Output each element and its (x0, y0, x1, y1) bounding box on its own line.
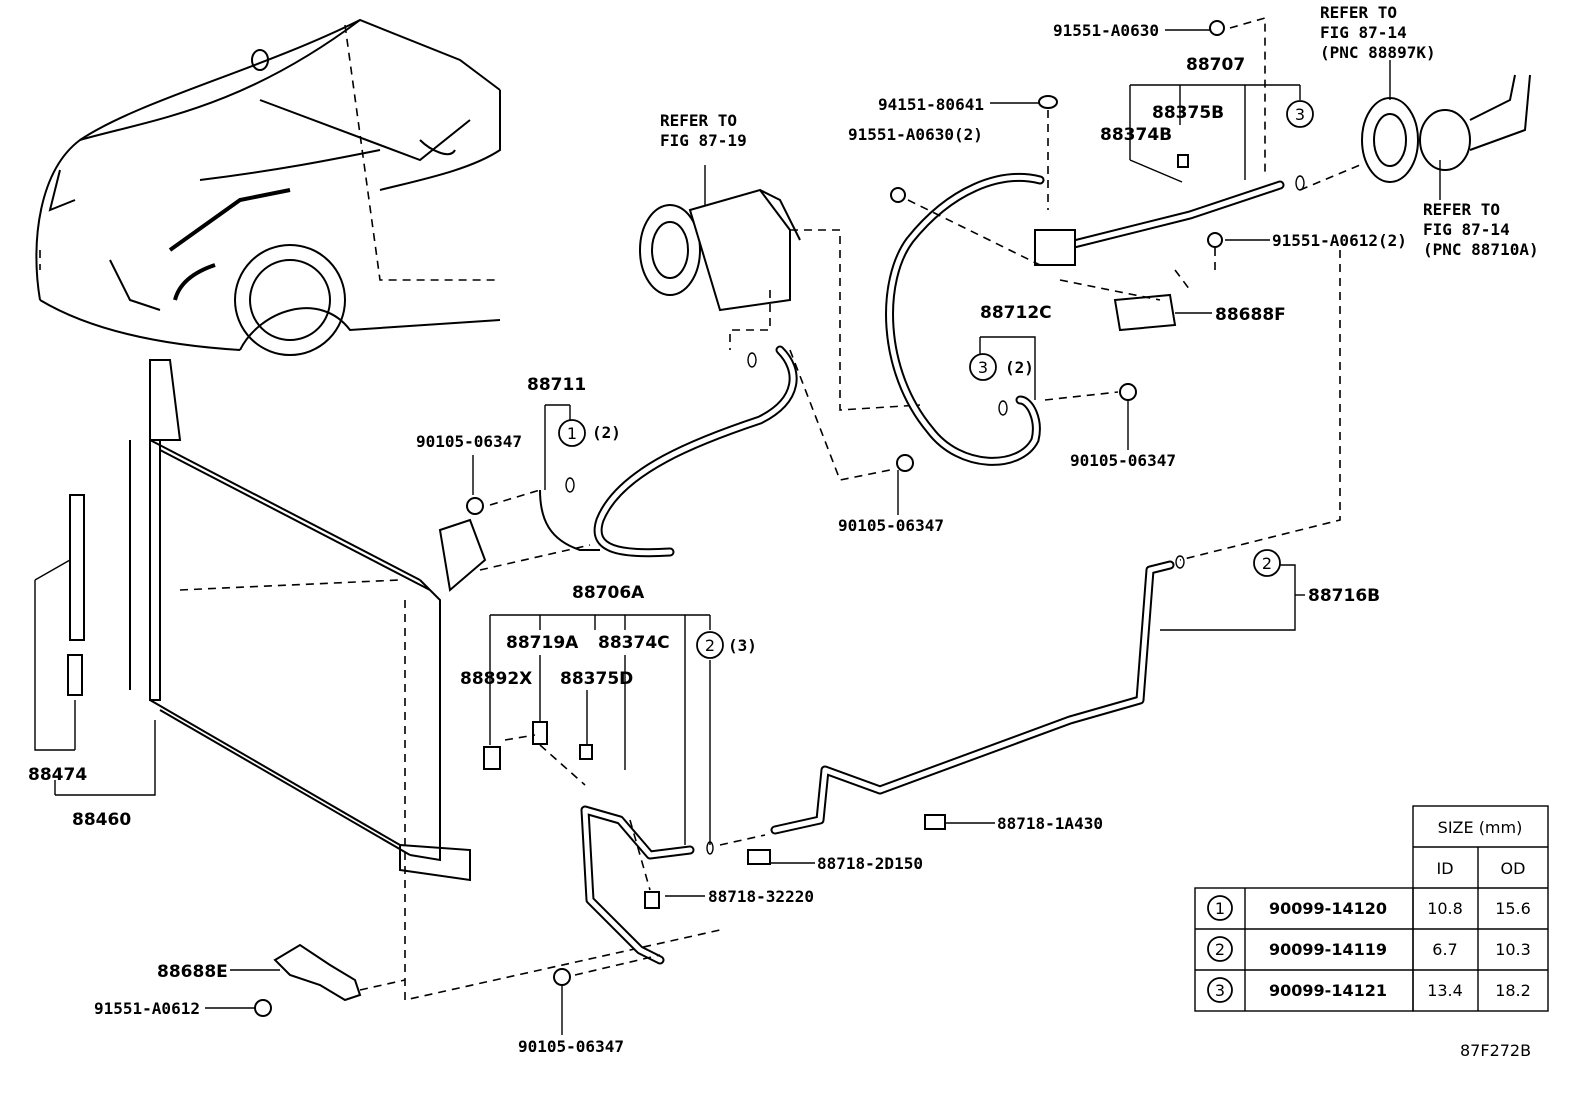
part-labels: 91551-A0630 88707 88375B 88374B 94151-80… (28, 3, 1539, 1060)
suction-hose-88712C[interactable] (885, 173, 1045, 466)
label-88375D: 88375D (560, 669, 633, 689)
label-88688E: 88688E (157, 962, 228, 982)
label-88374B: 88374B (1100, 125, 1172, 145)
bracket-88688E[interactable] (273, 943, 406, 1002)
size-table-row-3: 3 90099-14121 13.4 18.2 (1207, 977, 1531, 1003)
label-88718-2D150: 88718-2D150 (817, 854, 923, 873)
svg-text:90099-14121: 90099-14121 (1269, 981, 1387, 1000)
label-88712C-qty: (2) (1005, 358, 1034, 377)
label-88711: 88711 (527, 375, 586, 395)
suction-pipe-88707[interactable] (1034, 180, 1285, 266)
svg-text:3: 3 (978, 358, 988, 377)
label-88460: 88460 (72, 810, 131, 830)
ref-fig-87-19-line2: FIG 87-19 (660, 131, 747, 150)
label-91551-A0630: 91551-A0630 (1053, 21, 1159, 40)
vehicle-front-illustration (35, 18, 501, 356)
label-91551-A0612-2: 91551-A0612(2) (1272, 231, 1407, 250)
marker-3-mid: 3 (969, 353, 997, 381)
marker-3-top: 3 (1286, 100, 1314, 128)
svg-text:2: 2 (705, 636, 715, 655)
label-90105-06347-left: 90105-06347 (416, 432, 522, 451)
receiver-dryer-part[interactable] (67, 494, 85, 696)
svg-text:10.8: 10.8 (1427, 899, 1463, 918)
dashed-guides (489, 16, 1266, 976)
size-table-col-id: ID (1436, 859, 1453, 878)
o-ring-size-table: SIZE (mm) ID OD 1 90099-14120 10.8 15.6 … (1194, 805, 1549, 1012)
svg-text:10.3: 10.3 (1495, 940, 1531, 959)
label-88374C: 88374C (598, 633, 670, 653)
liquid-pipe-88706A[interactable] (580, 805, 695, 965)
label-88712C: 88712C (980, 303, 1052, 323)
circle-markers: 3 3 1 2 2 (558, 100, 1314, 659)
label-88716B: 88716B (1308, 586, 1380, 606)
svg-text:2: 2 (1215, 940, 1225, 959)
label-94151-80641: 94151-80641 (878, 95, 984, 114)
ref-right-line3: (PNC 88710A) (1423, 240, 1539, 259)
label-88688F: 88688F (1215, 305, 1286, 325)
svg-text:18.2: 18.2 (1495, 981, 1531, 1000)
label-88707: 88707 (1186, 55, 1245, 75)
bracket-88688F[interactable] (1059, 269, 1191, 332)
label-88711-qty: (2) (592, 423, 621, 442)
svg-text:15.6: 15.6 (1495, 899, 1531, 918)
size-table-row-2: 2 90099-14119 6.7 10.3 (1207, 936, 1531, 962)
ref-right-line2: FIG 87-14 (1423, 220, 1510, 239)
svg-text:1: 1 (567, 424, 577, 443)
marker-2-mid: 2 (696, 631, 724, 659)
size-table-col-od: OD (1501, 859, 1526, 878)
svg-text:1: 1 (1215, 899, 1225, 918)
marker-1: 1 (558, 419, 586, 447)
label-88892X: 88892X (460, 669, 532, 689)
label-91551-A0630-2: 91551-A0630(2) (848, 125, 983, 144)
svg-text:13.4: 13.4 (1427, 981, 1463, 1000)
label-88375B: 88375B (1152, 103, 1224, 123)
ref-right-line1: REFER TO (1423, 200, 1500, 219)
marker-2-right: 2 (1253, 549, 1281, 577)
svg-text:3: 3 (1215, 981, 1225, 1000)
svg-text:2: 2 (1262, 554, 1272, 573)
label-88706A-qty: (3) (728, 636, 757, 655)
label-88706A: 88706A (572, 583, 645, 603)
label-88718-32220: 88718-32220 (708, 887, 814, 906)
svg-text:6.7: 6.7 (1432, 940, 1457, 959)
size-table-row-1: 1 90099-14120 10.8 15.6 (1207, 895, 1531, 921)
label-91551-A0612: 91551-A0612 (94, 999, 200, 1018)
evaporator-connection (1179, 74, 1531, 561)
svg-text:90099-14119: 90099-14119 (1269, 940, 1387, 959)
label-88719A: 88719A (506, 633, 579, 653)
svg-text:3: 3 (1295, 105, 1305, 124)
figure-code: 87F272B (1460, 1041, 1531, 1060)
compressor-illustration[interactable] (639, 188, 921, 481)
size-table-header: SIZE (mm) (1438, 818, 1523, 837)
label-90105-06347-right: 90105-06347 (1070, 451, 1176, 470)
ref-top-line3: (PNC 88897K) (1320, 43, 1436, 62)
liquid-pipe-88716B[interactable] (770, 560, 1175, 835)
condenser-assembly[interactable] (129, 359, 721, 1001)
ref-fig-87-19-line1: REFER TO (660, 111, 737, 130)
label-90105-06347-center: 90105-06347 (838, 516, 944, 535)
svg-text:90099-14120: 90099-14120 (1269, 899, 1387, 918)
ref-top-line2: FIG 87-14 (1320, 23, 1407, 42)
label-90105-06347-bottom: 90105-06347 (518, 1037, 624, 1056)
label-88474: 88474 (28, 765, 87, 785)
ref-top-line1: REFER TO (1320, 3, 1397, 22)
label-88718-1A430: 88718-1A430 (997, 814, 1103, 833)
leader-lines (34, 29, 1441, 1035)
discharge-hose-88711[interactable] (539, 345, 798, 558)
